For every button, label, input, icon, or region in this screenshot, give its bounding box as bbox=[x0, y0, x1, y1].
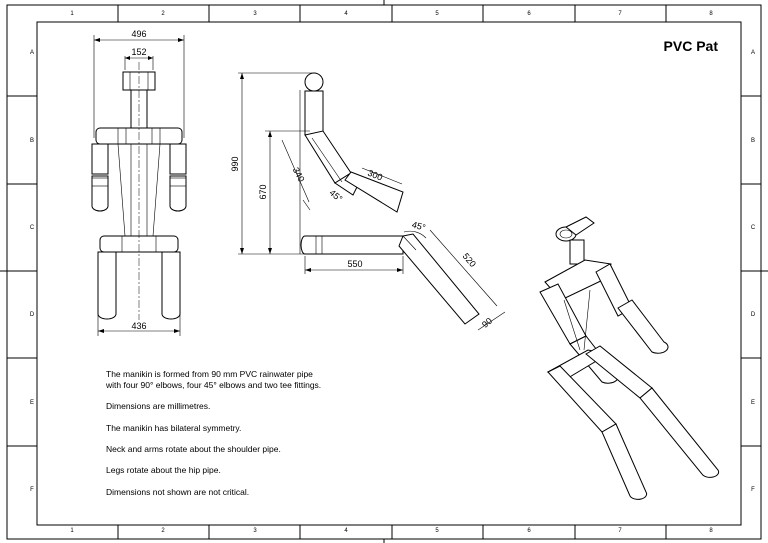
note-line: Neck and arms rotate about the shoulder … bbox=[106, 444, 281, 454]
isometric-view bbox=[539, 216, 720, 500]
col-label: 3 bbox=[253, 11, 257, 17]
row-label: E bbox=[751, 400, 755, 406]
dim-side-upper-arm: 340 bbox=[291, 166, 307, 184]
col-label: 6 bbox=[527, 528, 531, 534]
col-label: 1 bbox=[70, 11, 74, 17]
row-label: C bbox=[751, 225, 756, 231]
col-label: 7 bbox=[618, 528, 622, 534]
notes: The manikin is formed from 90 mm PVC rai… bbox=[105, 369, 321, 497]
row-label: B bbox=[30, 138, 34, 144]
note-line: Dimensions are millimetres. bbox=[106, 401, 210, 411]
grid-row-labels-right: A B C D E F bbox=[751, 50, 756, 493]
col-label: 7 bbox=[618, 11, 622, 17]
col-label: 5 bbox=[435, 528, 439, 534]
dim-front-neck: 152 bbox=[131, 47, 146, 57]
front-view: 496 152 bbox=[91, 29, 187, 336]
row-label: B bbox=[751, 138, 755, 144]
note-line: with four 90° elbows, four 45° elbows an… bbox=[105, 380, 321, 390]
grid-row-labels-left: A B C D E F bbox=[30, 50, 35, 493]
dim-side-thigh: 550 bbox=[347, 259, 362, 269]
col-label: 8 bbox=[709, 11, 713, 17]
dim-side-elbow-angle: 45° bbox=[327, 187, 344, 204]
dim-side-height: 990 bbox=[230, 156, 240, 171]
note-line: Dimensions not shown are not critical. bbox=[106, 487, 249, 497]
grid-column-labels-bottom: 1 2 3 4 5 6 7 8 bbox=[70, 528, 713, 534]
row-label: F bbox=[751, 487, 755, 493]
row-label: A bbox=[751, 50, 755, 56]
col-label: 4 bbox=[344, 11, 348, 17]
col-label: 8 bbox=[709, 528, 713, 534]
row-label: E bbox=[30, 400, 34, 406]
outer-border bbox=[6, 4, 762, 540]
col-label: 6 bbox=[527, 11, 531, 17]
row-label: A bbox=[30, 50, 34, 56]
note-line: The manikin has bilateral symmetry. bbox=[106, 423, 241, 433]
note-line: Legs rotate about the hip pipe. bbox=[106, 465, 221, 475]
drawing-title: PVC Pat bbox=[664, 38, 719, 54]
side-view: 990 670 340 300 45° 550 45° 520 90 bbox=[230, 72, 506, 331]
col-label: 2 bbox=[161, 528, 165, 534]
dim-side-shin: 520 bbox=[461, 251, 478, 269]
dim-front-width: 496 bbox=[131, 29, 146, 39]
dim-side-foot: 90 bbox=[480, 316, 494, 330]
inner-border bbox=[36, 21, 742, 526]
dim-front-legs: 436 bbox=[131, 321, 146, 331]
col-label: 3 bbox=[253, 528, 257, 534]
dim-side-torso: 670 bbox=[258, 184, 268, 199]
note-line: The manikin is formed from 90 mm PVC rai… bbox=[106, 369, 313, 379]
dim-side-knee-angle: 45° bbox=[411, 220, 427, 233]
col-label: 5 bbox=[435, 11, 439, 17]
row-label: C bbox=[30, 225, 35, 231]
grid-column-labels-top: 1 2 3 4 5 6 7 8 bbox=[70, 11, 713, 17]
col-label: 1 bbox=[70, 528, 74, 534]
col-label: 4 bbox=[344, 528, 348, 534]
row-label: F bbox=[30, 487, 34, 493]
col-label: 2 bbox=[161, 11, 165, 17]
row-label: D bbox=[751, 312, 756, 318]
row-label: D bbox=[30, 312, 35, 318]
